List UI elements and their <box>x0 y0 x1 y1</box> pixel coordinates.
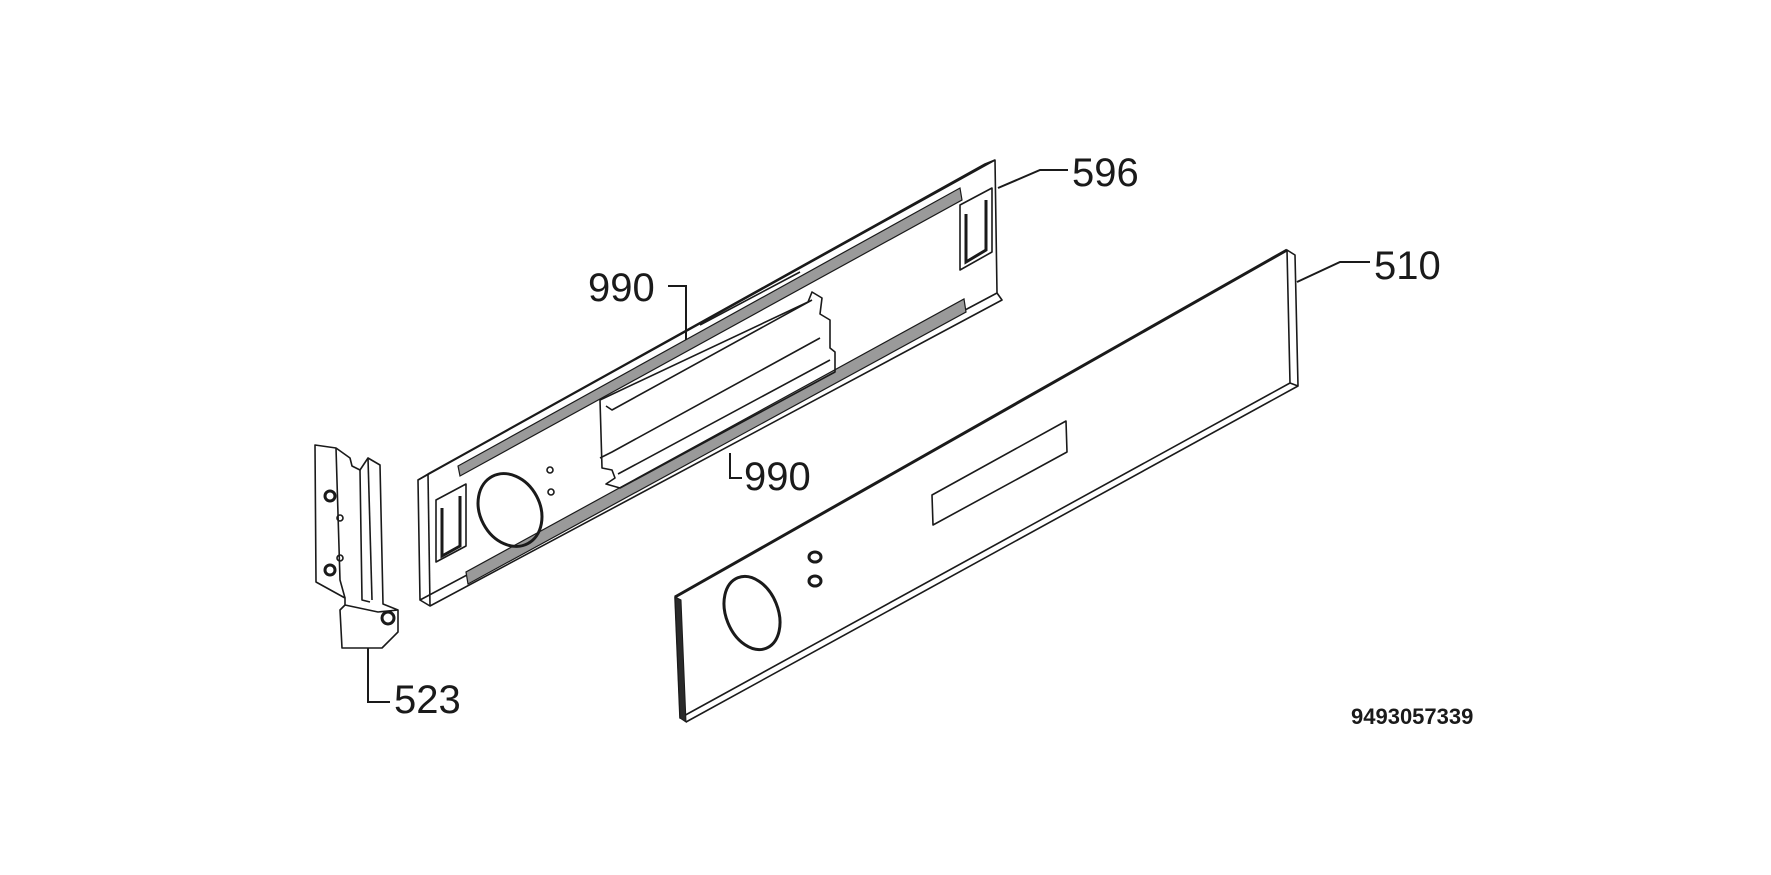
callout-990-upper: 990 <box>588 266 655 310</box>
callout-990-lower: 990 <box>744 455 811 499</box>
bracket-part-523 <box>314 444 399 649</box>
callout-523: 523 <box>394 678 461 722</box>
callout-510: 510 <box>1374 244 1441 288</box>
frame-part-596 <box>417 159 1003 607</box>
glass-panel-part-510 <box>674 248 1299 723</box>
document-number: 9493057339 <box>1351 704 1473 729</box>
leader-lines <box>367 169 1370 703</box>
knob-hole <box>476 472 544 548</box>
display-window <box>931 420 1068 526</box>
glass-knob-ring <box>722 574 782 652</box>
callout-596: 596 <box>1072 151 1139 195</box>
